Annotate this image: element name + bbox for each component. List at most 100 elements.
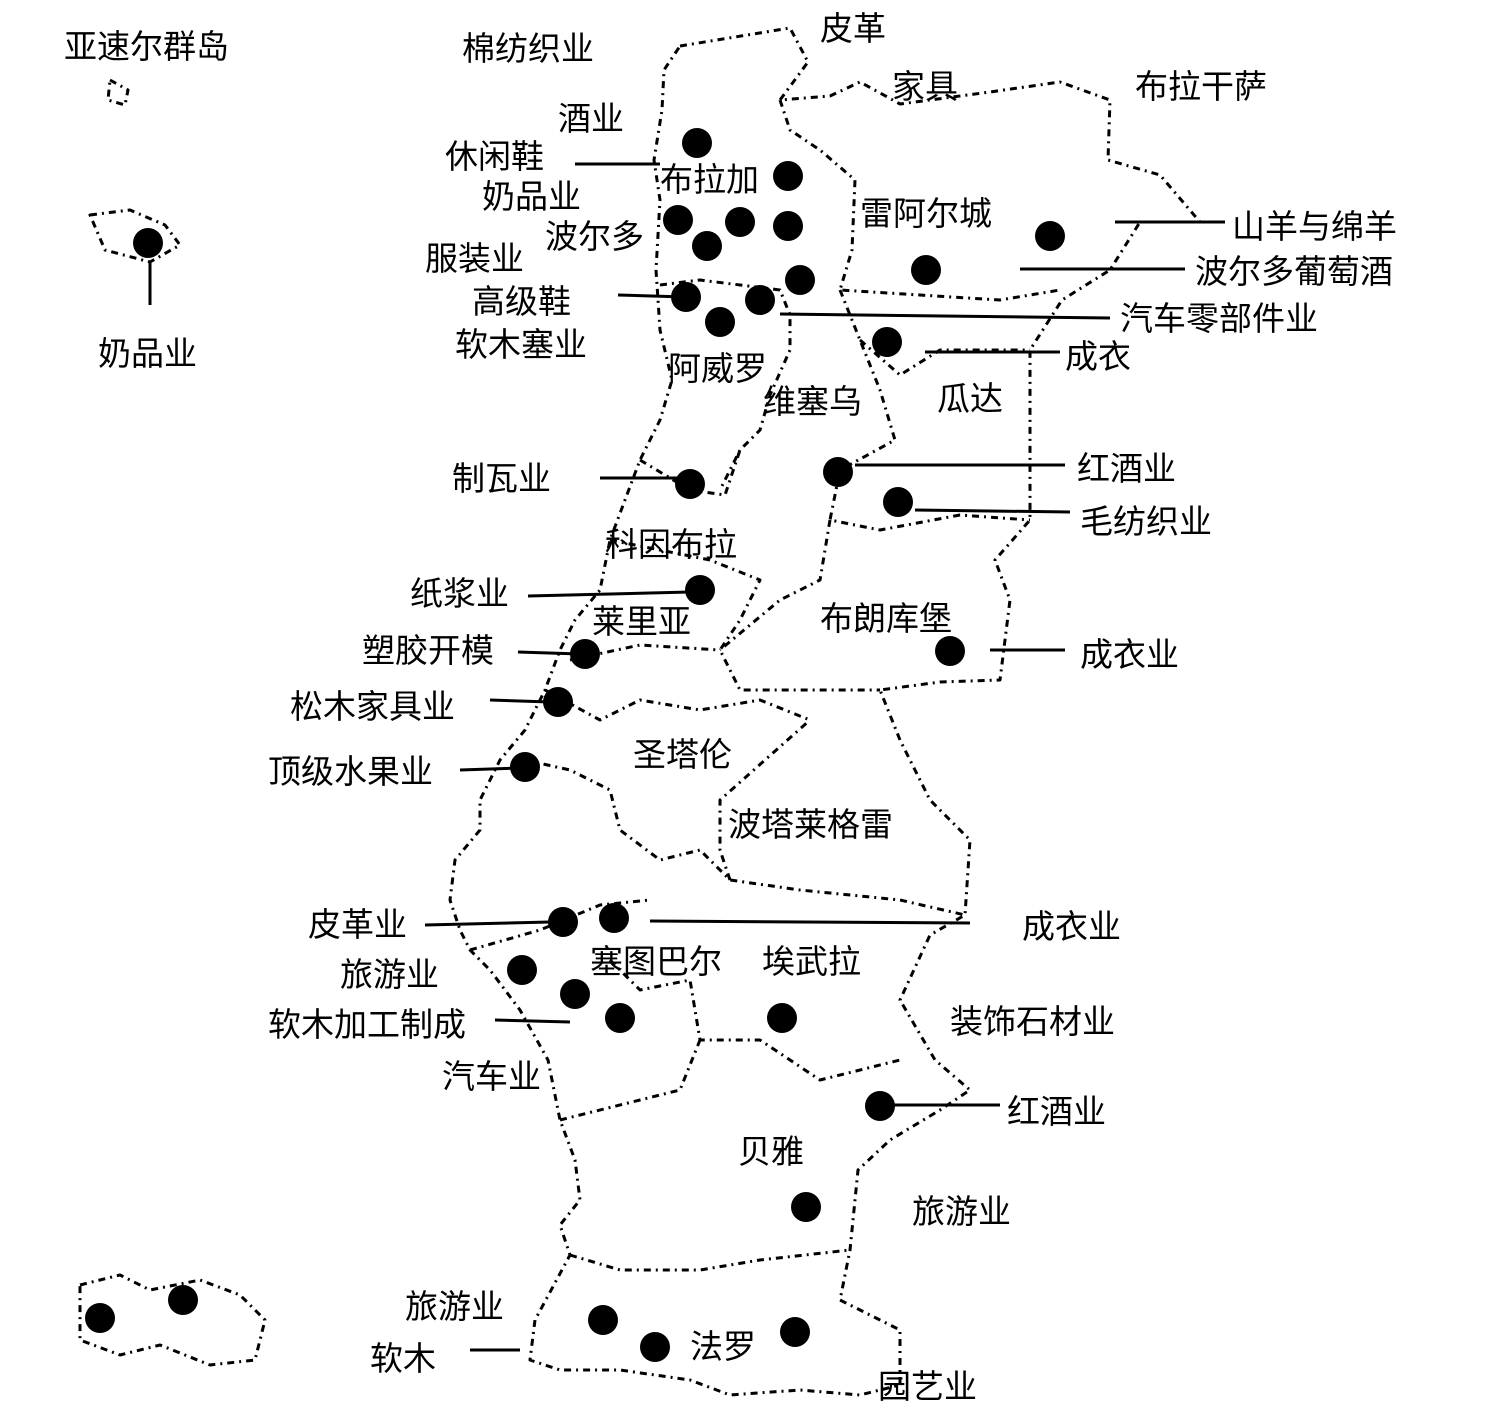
marker-dot-13: [705, 307, 735, 337]
label-casual-shoes: 休闲鞋: [445, 137, 544, 176]
marker-dot-19: [570, 639, 600, 669]
marker-dot-28: [767, 1003, 797, 1033]
marker-dot-30: [791, 1192, 821, 1222]
label-tourism-west: 旅游业: [340, 955, 439, 994]
label-tourism-algarve: 旅游业: [405, 1287, 504, 1326]
marker-dot-10: [911, 255, 941, 285]
marker-dot-18: [685, 575, 715, 605]
label-high-end-shoes: 高级鞋: [472, 282, 571, 321]
marker-dot-1: [133, 228, 163, 258]
label-cork-processing: 软木加工制成: [268, 1005, 466, 1044]
label-leiria: 莱里亚: [592, 602, 691, 641]
marker-dot-17: [883, 487, 913, 517]
label-cork-industry: 软木塞业: [455, 325, 587, 364]
label-premium-fruit: 顶级水果业: [268, 752, 433, 791]
marker-dot-26: [560, 979, 590, 1009]
industry-markers: [85, 128, 1065, 1362]
leader-line-cork-processing: [494, 1018, 571, 1024]
marker-dot-29: [865, 1091, 895, 1121]
label-aveiro: 阿威罗: [668, 349, 767, 388]
label-porto: 波尔多: [545, 217, 644, 256]
label-automobile: 汽车业: [442, 1057, 541, 1096]
marker-dot-27: [605, 1003, 635, 1033]
marker-dot-14: [872, 327, 902, 357]
label-plastic-molds: 塑胶开模: [362, 631, 494, 670]
marker-dot-31: [588, 1305, 618, 1335]
marker-dot-16: [823, 457, 853, 487]
label-azores: 亚速尔群岛: [64, 27, 229, 66]
label-beja: 贝雅: [738, 1132, 804, 1171]
marker-dot-20: [543, 687, 573, 717]
leader-line-clothing-south: [649, 919, 971, 925]
label-furniture: 家具: [892, 67, 958, 106]
marker-dot-5: [725, 207, 755, 237]
label-faro: 法罗: [690, 1327, 756, 1366]
leader-line-wool: [914, 508, 1071, 514]
label-dairy-north: 奶品业: [482, 177, 581, 216]
label-cotton-textile: 棉纺织业: [462, 29, 594, 68]
label-braganca: 布拉干萨: [1135, 67, 1267, 106]
label-evora: 埃武拉: [762, 942, 861, 981]
label-tiles: 制瓦业: [452, 459, 551, 498]
label-red-wine-center: 红酒业: [1077, 449, 1176, 488]
label-leather-industry: 皮革业: [308, 905, 407, 944]
district-borders: [469, 99, 1061, 1272]
marker-dot-21: [510, 752, 540, 782]
label-horticulture: 园艺业: [878, 1367, 977, 1406]
marker-dot-25: [507, 955, 537, 985]
marker-dot-32: [640, 1332, 670, 1362]
leader-line-fruit: [459, 766, 521, 772]
leader-lines: [148, 162, 1225, 1352]
label-red-wine-south: 红酒业: [1007, 1092, 1106, 1131]
leader-line-leather: [424, 920, 551, 927]
label-castelo-branco: 布朗库堡: [820, 599, 952, 638]
leader-line-pine: [489, 698, 551, 704]
marker-dot-15: [675, 469, 705, 499]
marker-dot-12: [745, 285, 775, 315]
label-braga: 布拉加: [660, 160, 759, 199]
label-tourism-south: 旅游业: [912, 1192, 1011, 1231]
label-cork: 软木: [370, 1339, 436, 1378]
marker-dot-34: [85, 1303, 115, 1333]
marker-dot-9: [785, 265, 815, 295]
label-ready-wear: 成衣: [1065, 337, 1131, 376]
label-coimbra: 科因布拉: [605, 525, 737, 564]
label-guarda: 瓜达: [937, 379, 1003, 418]
label-setubal: 塞图巴尔: [590, 942, 722, 981]
marker-dot-35: [168, 1285, 198, 1315]
islands-outline: [78, 78, 267, 1367]
label-sheep-goats: 山羊与绵羊: [1232, 207, 1397, 246]
marker-dot-3: [773, 161, 803, 191]
marker-dot-7: [692, 231, 722, 261]
marker-dot-4: [663, 205, 693, 235]
label-clothing-center: 成衣业: [1080, 635, 1179, 674]
label-decorative-stone: 装饰石材业: [950, 1002, 1115, 1041]
label-clothing-south: 成衣业: [1022, 907, 1121, 946]
label-wool-textile: 毛纺织业: [1080, 502, 1212, 541]
label-dairy-azores: 奶品业: [98, 334, 197, 373]
label-viseu: 维塞乌: [763, 382, 862, 421]
label-wine-industry: 酒业: [558, 99, 624, 138]
label-clothing-north: 服装业: [425, 239, 524, 278]
marker-dot-11: [671, 282, 701, 312]
marker-dot-23: [548, 907, 578, 937]
label-santarem: 圣塔伦: [633, 735, 732, 774]
leader-line-plastic: [517, 650, 581, 656]
marker-dot-22: [935, 636, 965, 666]
marker-dot-24: [599, 903, 629, 933]
label-auto-parts: 汽车零部件业: [1120, 299, 1318, 338]
label-port-wine: 波尔多葡萄酒: [1195, 252, 1393, 291]
label-portalegre: 波塔莱格雷: [728, 805, 893, 844]
label-pulp: 纸浆业: [410, 574, 509, 613]
label-pine-furniture: 松木家具业: [290, 687, 455, 726]
label-leather: 皮革: [820, 9, 886, 48]
marker-dot-33: [780, 1317, 810, 1347]
leader-line-auto-parts: [779, 312, 1111, 320]
marker-dot-2: [682, 128, 712, 158]
marker-dot-6: [773, 211, 803, 241]
mainland-outline: [448, 26, 1202, 1397]
marker-dot-8: [1035, 221, 1065, 251]
leader-line-pulp: [527, 590, 691, 598]
